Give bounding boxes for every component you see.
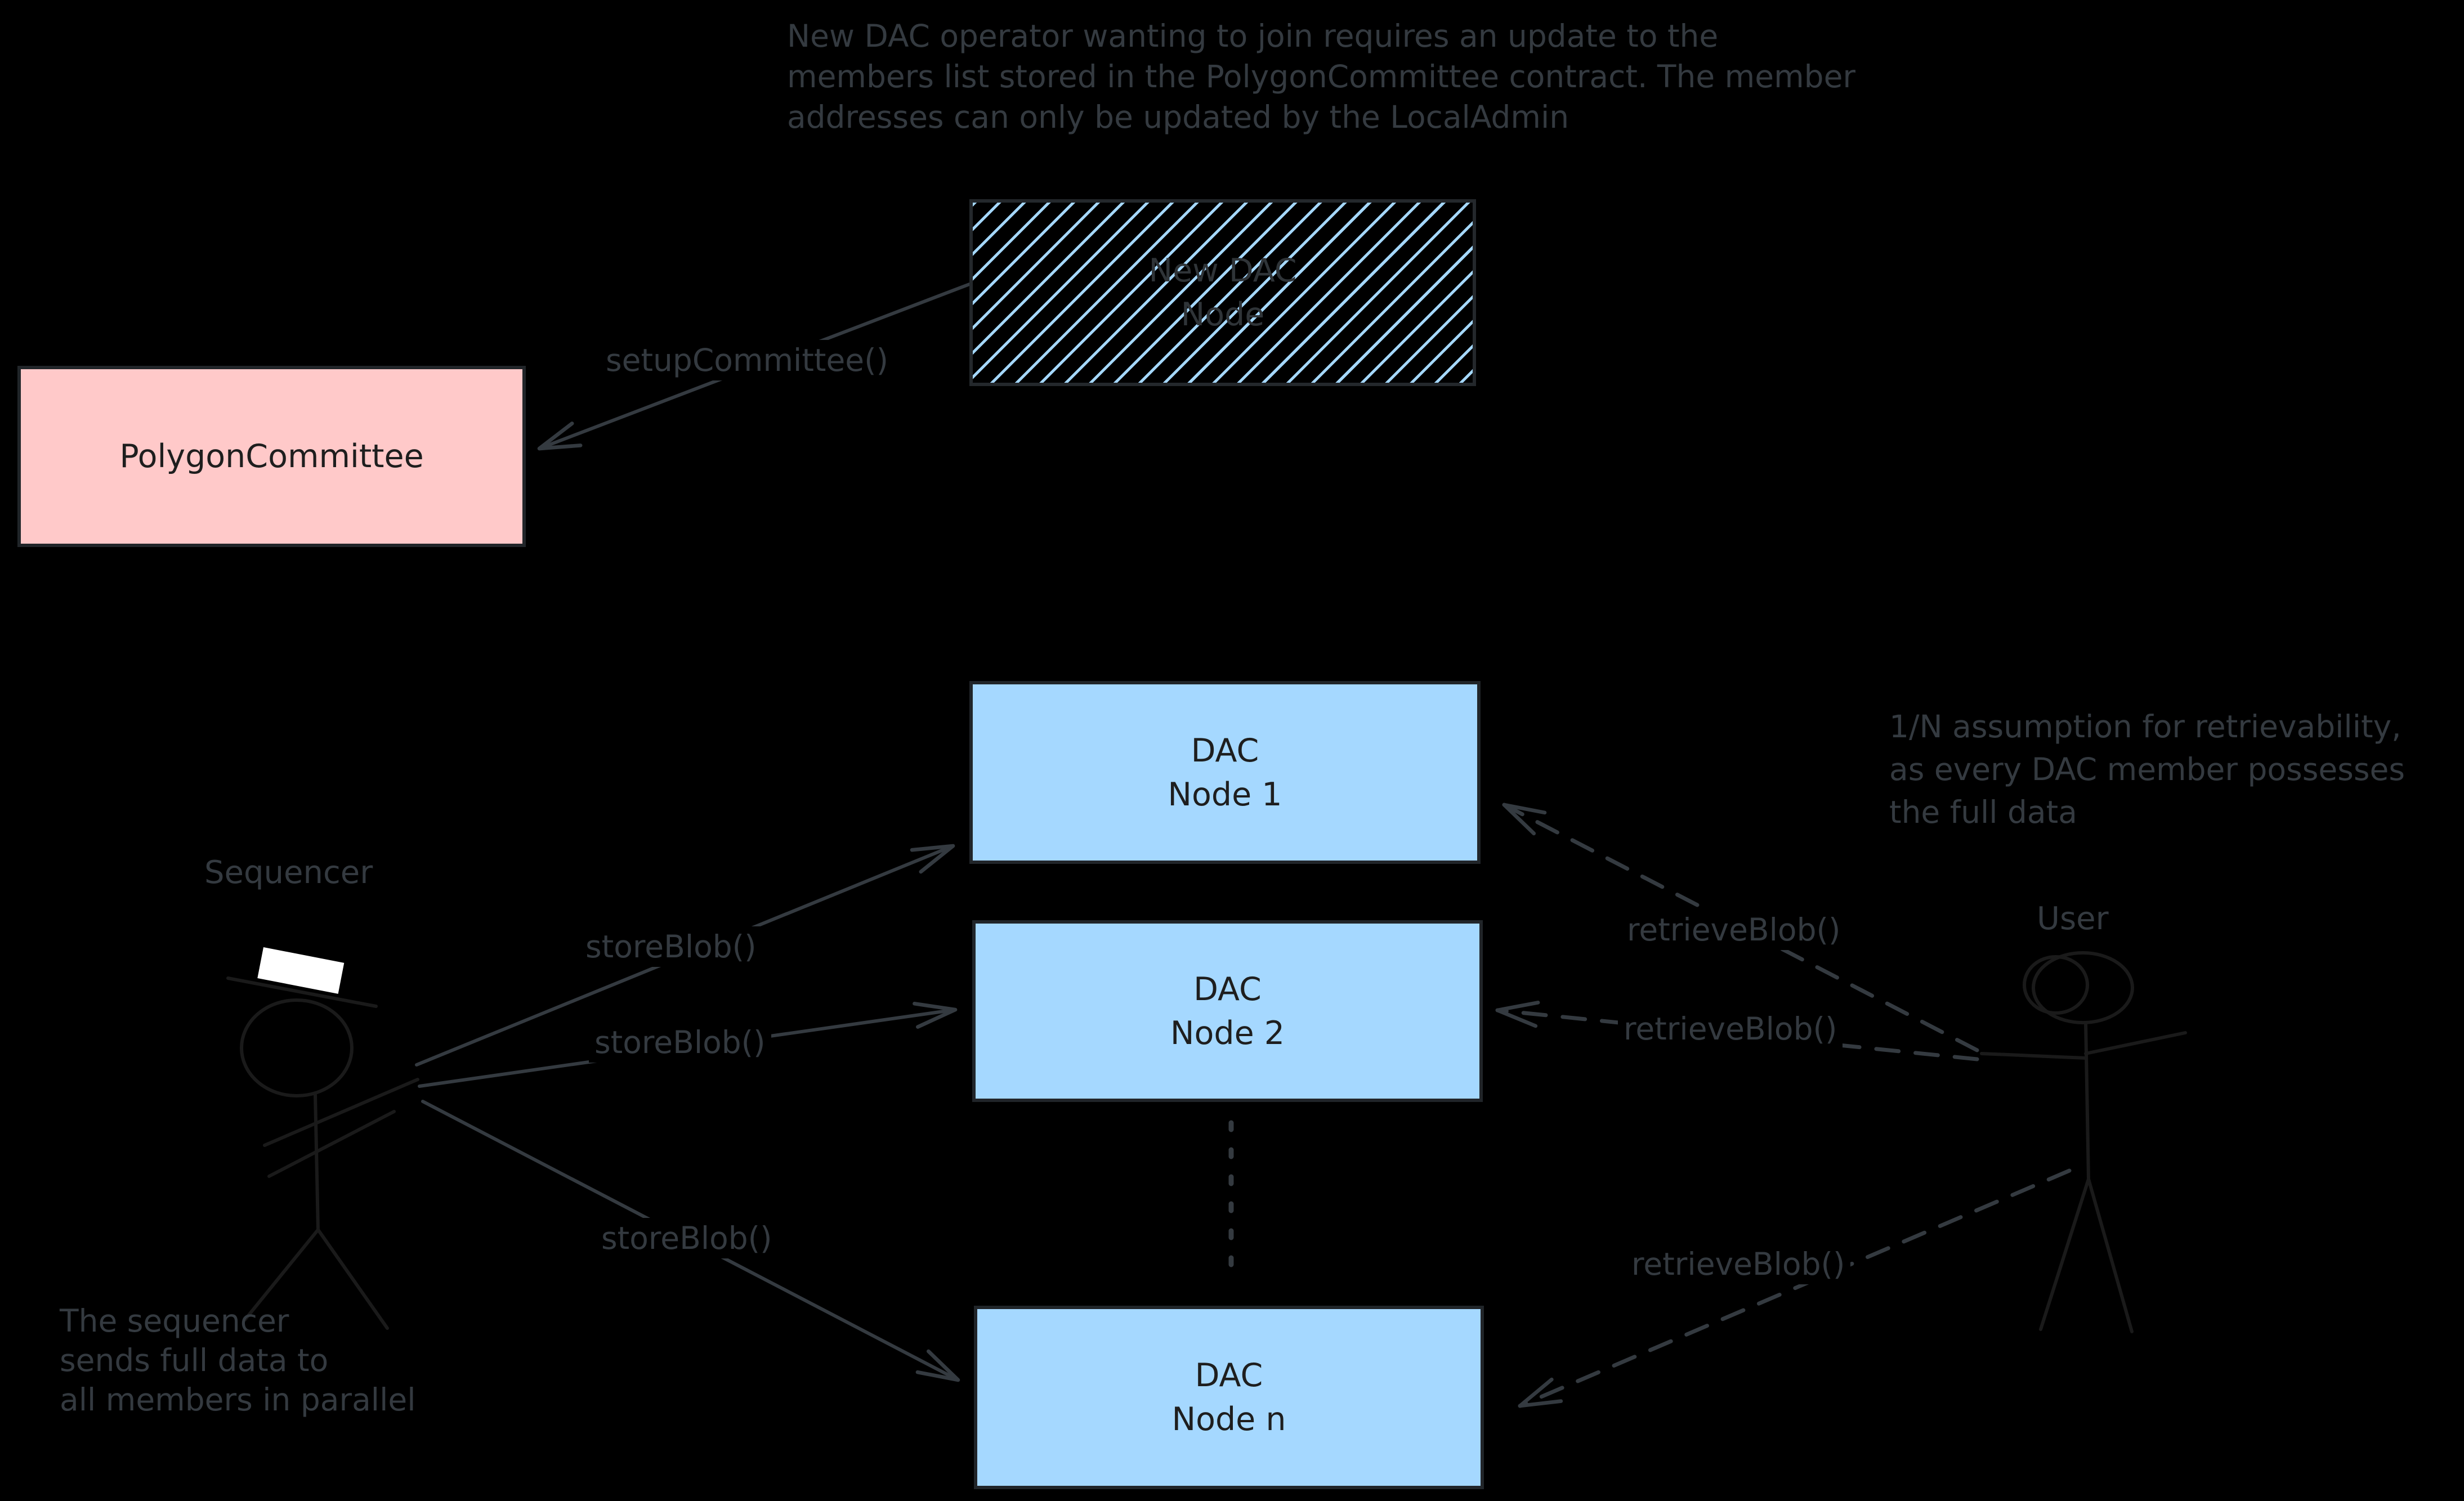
dac-node-1-box: DAC Node 1 — [969, 681, 1481, 864]
user-arm-right — [2084, 1031, 2187, 1055]
dac-node-2-label-line2: Node 2 — [1170, 1014, 1285, 1052]
user-figure — [1980, 951, 2187, 1333]
dac-node-n-box: DAC Node n — [974, 1306, 1484, 1489]
dac-node-n-label-line2: Node n — [1171, 1401, 1286, 1438]
retrievability-note-line: the full data — [1889, 794, 2077, 830]
user-label: User — [2037, 900, 2109, 937]
polygon-committee-label: PolygonCommittee — [119, 438, 424, 475]
dac-node-2-label-line1: DAC — [1193, 970, 1262, 1008]
dac-node-1-label-line1: DAC — [1191, 732, 1259, 769]
top-note-line: addresses can only be updated by the Loc… — [787, 99, 1569, 135]
top-note-line: members list stored in the PolygonCommit… — [787, 59, 1856, 95]
retrievability-note-line: as every DAC member possesses — [1889, 751, 2405, 787]
user-head-scribble — [2023, 955, 2089, 1015]
new-dac-node-label-line1: New DAC — [1148, 252, 1297, 289]
sequencer-arm-upper — [263, 1078, 419, 1147]
sequencer-label: Sequencer — [204, 854, 373, 891]
sequencer-note-line: sends full data to — [60, 1342, 329, 1378]
retrieve-blob-arrows — [1495, 803, 2072, 1408]
store-blob-label-1: storeBlob() — [580, 926, 762, 967]
sequencer-body — [314, 1093, 320, 1231]
sequencer-hat — [257, 947, 345, 994]
setup-committee-label: setupCommittee() — [600, 340, 895, 380]
sequencer-note-line: The sequencer — [60, 1303, 289, 1339]
top-note-line: New DAC operator wanting to join require… — [787, 18, 1719, 54]
store-blob-label-2: storeBlob() — [589, 1022, 771, 1063]
sequencer-leg-right — [316, 1228, 389, 1330]
retrieve-blob-label-3: retrieveBlob() — [1626, 1244, 1851, 1284]
sequencer-arm-lower — [267, 1110, 396, 1178]
retrieve-blob-arrow-1 — [1502, 803, 1979, 1052]
retrieve-blob-label-2: retrieveBlob() — [1618, 1009, 1843, 1049]
retrieve-blob-arrow-3 — [1518, 1168, 2072, 1408]
sequencer-hat-brim — [226, 976, 378, 1008]
retrievability-note: 1/N assumption for retrievability, as ev… — [1889, 705, 2405, 834]
user-body — [2084, 1021, 2090, 1181]
retrievability-note-line: 1/N assumption for retrievability, — [1889, 709, 2402, 745]
dac-node-1-label-line2: Node 1 — [1168, 776, 1282, 813]
polygon-committee-box: PolygonCommittee — [17, 366, 526, 547]
new-dac-node-box: New DAC Node — [969, 199, 1476, 386]
sequencer-figure — [226, 947, 419, 1330]
user-arm-left — [1980, 1052, 2087, 1060]
sequencer-note-line: all members in parallel — [60, 1382, 416, 1418]
top-note: New DAC operator wanting to join require… — [787, 16, 1855, 137]
store-blob-label-3: storeBlob() — [596, 1218, 778, 1258]
user-leg-right — [2087, 1177, 2134, 1333]
user-leg-left — [2039, 1177, 2090, 1331]
dac-node-n-label-line1: DAC — [1195, 1357, 1263, 1394]
new-dac-node-label-line2: Node — [1180, 296, 1265, 333]
sequencer-leg-left — [243, 1228, 320, 1321]
retrieve-blob-label-1: retrieveBlob() — [1621, 909, 1846, 950]
sequencer-head — [240, 998, 354, 1097]
sequencer-note: The sequencer sends full data to all mem… — [60, 1301, 415, 1419]
dac-node-2-box: DAC Node 2 — [972, 920, 1483, 1102]
user-head — [2032, 951, 2134, 1024]
